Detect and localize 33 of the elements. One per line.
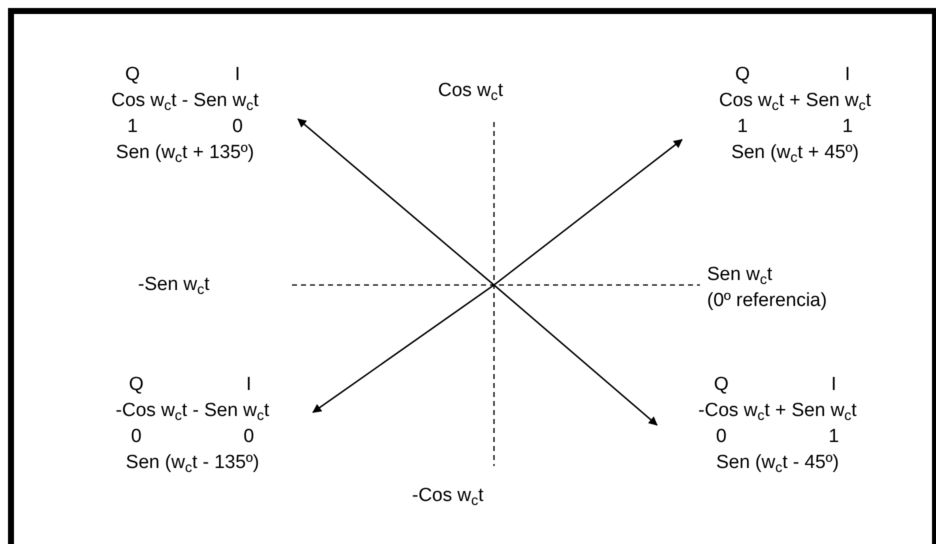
bit-value: 0	[130, 425, 142, 449]
arrow	[494, 284, 658, 426]
expression: -Cos w$_{c}$t + Sen w$_{c}$t	[698, 399, 857, 424]
bit-value: 1	[737, 115, 748, 139]
expression: Cos w$_{c}$t + Sen w$_{c}$t	[718, 89, 872, 114]
expression: -Cos w$_{c}$t - Sen w$_{c}$t	[116, 399, 270, 424]
column-header: Q	[125, 63, 140, 87]
bit-value: 1	[127, 115, 138, 139]
phase-label: Sen (w$_{c}$t - 135º)	[126, 451, 260, 476]
axis-label: Sen w$_{c}$t	[707, 263, 772, 288]
arrow	[312, 284, 494, 413]
column-header: I	[234, 63, 240, 87]
arrow	[297, 118, 494, 286]
axis-label: (0º referencia)	[707, 289, 827, 313]
bit-value: 0	[716, 425, 727, 449]
phase-label: Sen (w$_{c}$t + 45º)	[731, 141, 859, 166]
column-header: Q	[714, 373, 729, 397]
bit-value: 1	[842, 115, 853, 139]
arrow	[494, 139, 683, 286]
bit-value: 0	[243, 425, 254, 449]
axis-label: Cos w$_{c}$t	[438, 79, 504, 104]
phase-label: Sen (w$_{c}$t - 45º)	[716, 451, 839, 476]
column-header: Q	[735, 63, 750, 87]
bit-value: 0	[232, 115, 243, 139]
column-header: I	[246, 373, 252, 397]
column-header: Q	[128, 373, 144, 397]
phase-label: Sen (w$_{c}$t + 135º)	[116, 141, 254, 166]
axis-label: -Sen w$_{c}$t	[138, 273, 210, 298]
column-header: I	[831, 373, 836, 397]
expression: Cos w$_{c}$t - Sen w$_{c}$t	[111, 89, 259, 114]
bit-value: 1	[828, 425, 840, 449]
column-header: I	[844, 63, 850, 87]
axis-label: -Cos w$_{c}$t	[412, 484, 484, 509]
